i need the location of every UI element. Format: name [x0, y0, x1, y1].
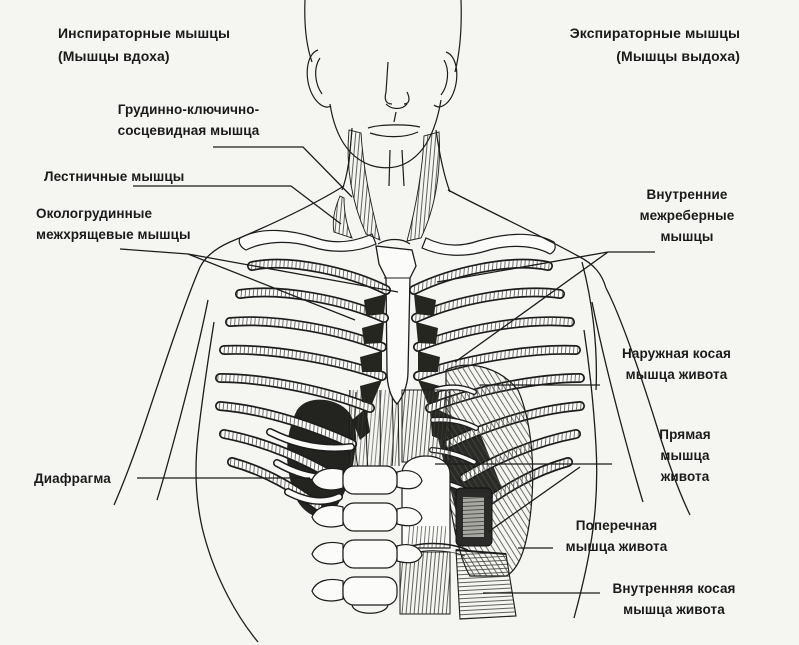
title-expiratory-muscles: Экспираторные мышцы (Мышцы выдоха) — [569, 25, 740, 64]
torso-outline — [113, 185, 691, 643]
label-scalenes: Лестничные мышцы — [44, 169, 185, 184]
label-transverse-abdominis: Поперечная мышца живота — [565, 518, 668, 554]
label-parasternal-intercartilaginous: Окологрудинные межхрящевые мышцы — [36, 206, 191, 242]
label-internal-intercostals: Внутренние межреберные мышцы — [639, 187, 735, 244]
title-inspiratory-muscles: Инспираторные мышцы (Мышцы вдоха) — [58, 25, 231, 64]
leader-lines — [119, 146, 655, 594]
spine — [311, 465, 423, 614]
label-rectus-abdominis: Прямая мышца живота — [659, 427, 711, 484]
label-diaphragm: Диафрагма — [34, 471, 111, 486]
clavicles — [238, 229, 556, 256]
label-sternocleidomastoid: Грудинно-ключично- сосцевидная мышца — [117, 102, 260, 138]
head — [304, 0, 462, 245]
sternum — [375, 245, 417, 405]
label-internal-oblique: Внутренняя косая мышца живота — [612, 581, 736, 617]
label-external-oblique: Наружная косая мышца живота — [622, 346, 731, 382]
abdominal-muscles — [395, 364, 534, 620]
